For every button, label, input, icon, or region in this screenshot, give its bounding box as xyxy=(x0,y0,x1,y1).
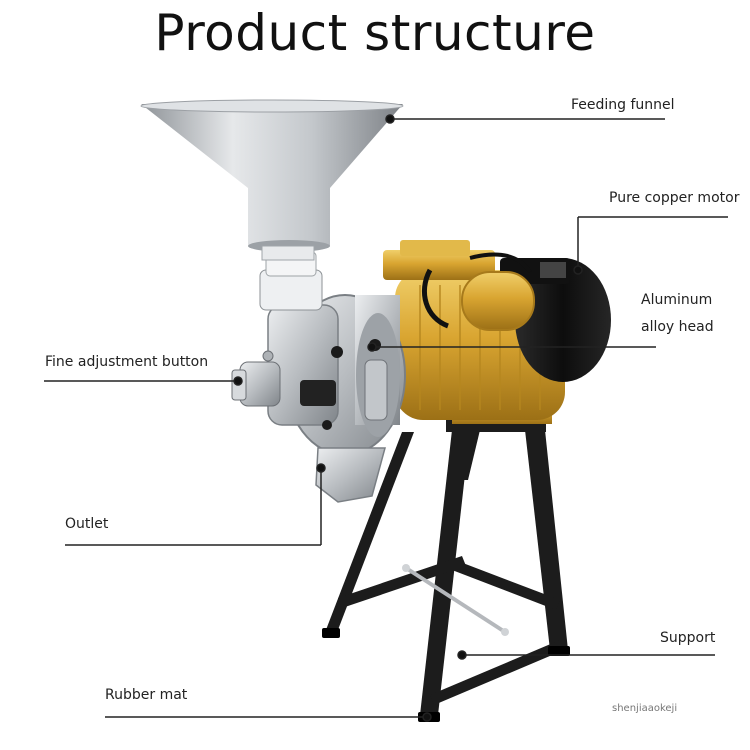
label-alloy-head: alloy head xyxy=(641,319,714,335)
label-aluminum: Aluminum xyxy=(641,292,713,308)
support-rod xyxy=(402,564,509,636)
stand xyxy=(322,418,570,722)
label-outlet: Outlet xyxy=(65,516,109,532)
fine-adjustment-knob xyxy=(231,350,281,407)
outlet-chute xyxy=(315,447,386,503)
page-title: Product structure xyxy=(154,4,596,62)
watermark: shenjiaaokeji xyxy=(612,703,678,714)
feeding-funnel xyxy=(140,99,404,261)
label-support: Support xyxy=(660,630,716,646)
leader-lines xyxy=(44,114,728,722)
aluminum-head xyxy=(259,251,406,456)
label-fine-adjustment-button: Fine adjustment button xyxy=(45,354,209,370)
label-pure-copper-motor: Pure copper motor xyxy=(609,190,740,206)
label-feeding-funnel: Feeding funnel xyxy=(571,97,675,113)
label-rubber-mat: Rubber mat xyxy=(105,687,188,703)
motor xyxy=(383,240,611,420)
